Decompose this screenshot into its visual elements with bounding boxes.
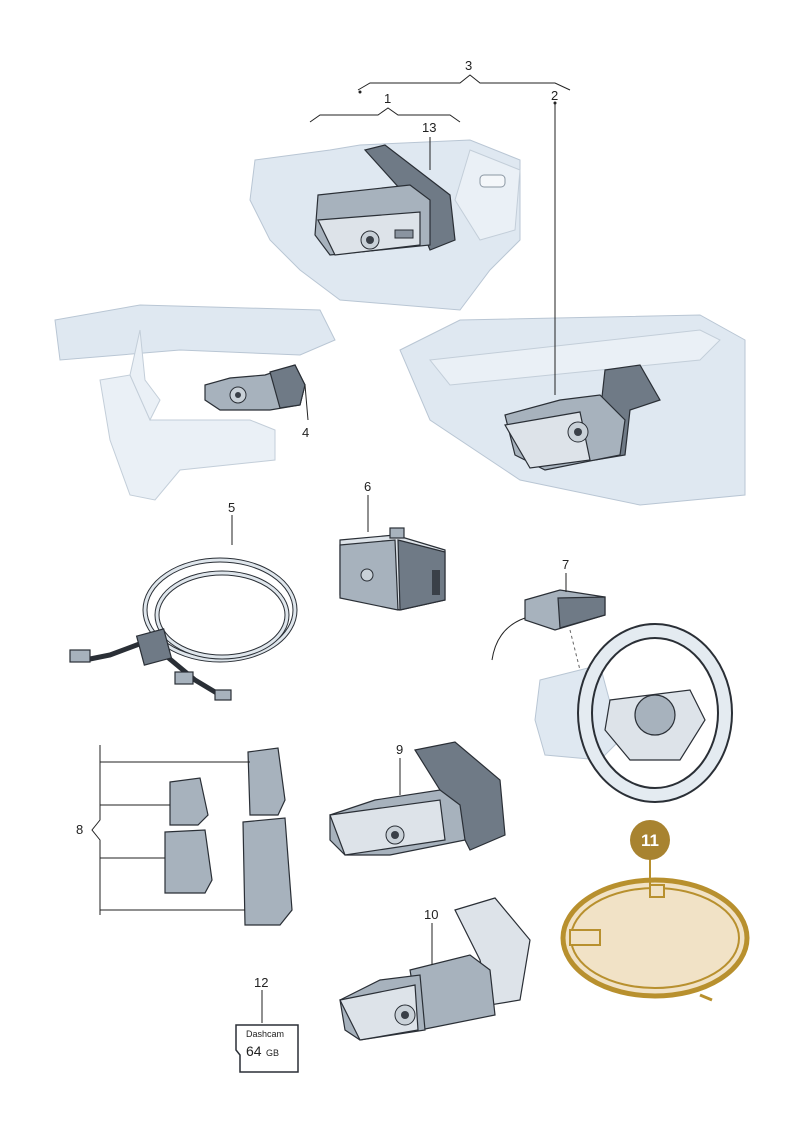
callout-11: 11	[641, 831, 659, 850]
callout-5: 5	[228, 500, 235, 515]
sd-card-12: Dashcam 64 GB	[235, 1024, 299, 1073]
callout-12: 12	[254, 975, 268, 990]
windshield-camera-view	[399, 314, 746, 506]
callout-8: 8	[76, 822, 83, 837]
callout-3: 3	[465, 58, 472, 73]
covers-8	[164, 747, 293, 926]
sd-card-label-unit: GB	[266, 1048, 279, 1058]
callout-13: 13	[422, 120, 436, 135]
sd-card-label-capacity: 64	[246, 1043, 262, 1059]
callout-4: 4	[302, 425, 309, 440]
callout-2: 2	[551, 88, 558, 103]
callout-9: 9	[396, 742, 403, 757]
windshield-mount-view-top	[249, 139, 521, 311]
highlight-badge-11: 11	[630, 820, 670, 888]
callout-6: 6	[364, 479, 371, 494]
callout-7: 7	[562, 557, 569, 572]
callout-1: 1	[384, 91, 391, 106]
mirror-mount-view	[54, 304, 336, 501]
sd-card-label-brand: Dashcam	[246, 1029, 284, 1039]
highlighted-cable-11	[560, 877, 750, 1002]
callout-10: 10	[424, 907, 438, 922]
callout-lines	[91, 74, 581, 1023]
callout-numbers: 3 1 2 13 4 5 6 7 8 9 10 12	[76, 58, 569, 990]
dashcam-9	[329, 741, 506, 856]
dashcam-10	[339, 897, 531, 1041]
cable-harness-5	[69, 557, 298, 701]
control-unit-6	[339, 527, 446, 611]
steering-view-7	[491, 589, 733, 803]
